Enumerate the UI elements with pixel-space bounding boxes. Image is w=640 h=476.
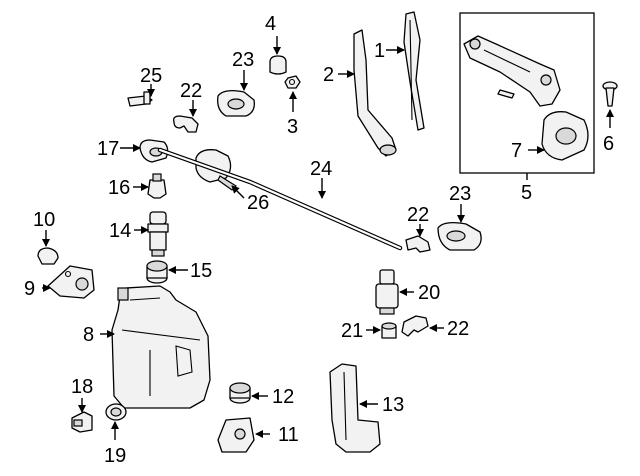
plug-part-10 <box>37 247 59 265</box>
callout-14: 14 <box>109 220 131 242</box>
callout-9: 9 <box>24 278 35 300</box>
wiper-arm-part <box>353 29 397 157</box>
washer-pump-part <box>375 269 399 315</box>
nut-part <box>284 75 301 89</box>
pump-bracket-part <box>217 417 255 453</box>
callout-25: 25 <box>140 65 162 87</box>
callout-24: 24 <box>310 158 332 180</box>
filter-part-16 <box>147 173 167 199</box>
leader-26 <box>231 185 245 199</box>
callout-12: 12 <box>272 386 294 408</box>
callout-15: 15 <box>190 260 212 282</box>
level-sensor-part <box>71 411 93 433</box>
callout-20: 20 <box>418 282 440 304</box>
callout-3: 3 <box>287 116 298 138</box>
cap-part <box>269 55 287 75</box>
cover-part-13 <box>329 363 381 453</box>
grommet-part-15 <box>146 260 168 284</box>
callout-11: 11 <box>278 424 299 446</box>
callout-23-right: 23 <box>449 183 471 205</box>
wiper-motor-assembly-box <box>459 12 595 174</box>
elbow-connector-part-mid <box>405 235 431 253</box>
filler-neck-part <box>147 211 169 257</box>
callout-1: 1 <box>374 40 385 62</box>
wiper-blade-part <box>403 11 425 131</box>
callout-22-mid: 22 <box>407 204 429 226</box>
callout-2: 2 <box>323 64 334 86</box>
callout-26: 26 <box>247 192 269 214</box>
callout-8: 8 <box>83 324 94 346</box>
callout-4: 4 <box>265 13 276 35</box>
bracket-part-9 <box>47 265 95 299</box>
callout-18: 18 <box>71 376 93 398</box>
callout-22-bottom: 22 <box>447 318 469 340</box>
callout-10: 10 <box>33 209 55 231</box>
washer-reservoir-part <box>111 285 211 409</box>
seal-part-19 <box>105 403 127 421</box>
washer-hose-part <box>157 147 403 251</box>
callout-5: 5 <box>521 182 532 204</box>
callout-19: 19 <box>104 445 126 467</box>
callout-17: 17 <box>97 138 119 160</box>
grommet-part-12 <box>229 382 251 404</box>
washer-nozzle-part-right <box>437 222 482 251</box>
callout-21: 21 <box>341 320 363 342</box>
screw-part-6 <box>602 81 618 107</box>
callout-22-top: 22 <box>180 80 202 102</box>
grommet-part-21 <box>381 322 397 339</box>
elbow-connector-part-bottom <box>401 315 429 337</box>
callout-7: 7 <box>511 140 522 162</box>
washer-nozzle-part-top <box>217 90 255 117</box>
callout-6: 6 <box>603 133 614 155</box>
callout-16: 16 <box>108 177 130 199</box>
fitting-part-25 <box>127 91 153 107</box>
elbow-connector-part-top <box>172 115 199 133</box>
callout-13: 13 <box>382 394 404 416</box>
callout-23-top: 23 <box>232 49 254 71</box>
